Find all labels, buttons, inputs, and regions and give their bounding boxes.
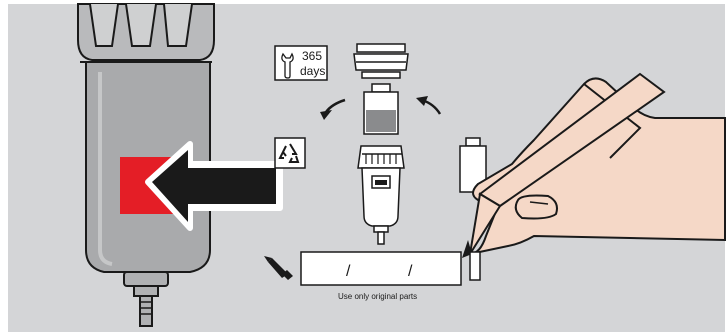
pencil-icon — [264, 256, 293, 280]
service-record-strip: / / Use only original parts — [300, 251, 462, 301]
record-separator-2: / — [408, 263, 413, 280]
interval-label: 365 days — [274, 45, 328, 81]
wrench-icon — [281, 52, 294, 79]
recycle-icon — [274, 137, 306, 169]
record-separator-1: / — [346, 263, 351, 280]
hand-with-pen — [462, 72, 726, 281]
arrow-left-icon — [145, 141, 283, 231]
caption-original-parts: Use only original parts — [338, 292, 417, 301]
interval-number: 365 — [302, 49, 322, 63]
filter-unit-exploded — [353, 43, 409, 245]
interval-unit: days — [300, 64, 325, 78]
curved-arrow-left — [325, 98, 346, 113]
